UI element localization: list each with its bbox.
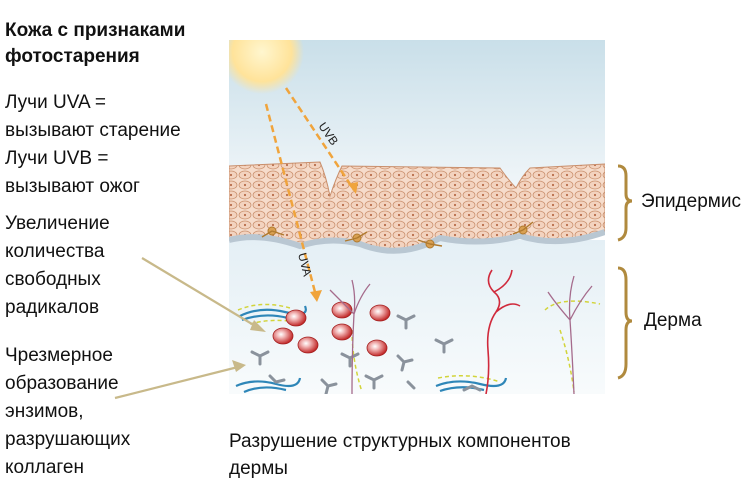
free-radicals [272, 301, 391, 357]
uvb-line-1: Лучи UVB = [5, 148, 109, 169]
radicals-line-3: свободных [5, 269, 101, 290]
melanocytes [261, 221, 534, 249]
enzymes-pointer [114, 364, 243, 400]
bottom-caption: Разрушение структурных компонентов дермы [229, 428, 571, 482]
uva-description: Лучи UVA = вызывают старение [5, 89, 181, 145]
epidermis-layer [229, 161, 605, 252]
uv-rays [264, 87, 356, 297]
uva-line-2: вызывают старение [5, 120, 181, 141]
uvb-ray [284, 87, 356, 191]
basal-membrane [229, 229, 605, 254]
enzymes-arrowhead [232, 360, 246, 372]
figure-title: Кожа с признаками фотостарения [5, 18, 185, 70]
uva-ray-left [264, 103, 318, 297]
collagen-fibers [235, 305, 508, 394]
uva-arrowhead [310, 290, 322, 302]
enzymes-line-4: разрушающих [5, 429, 131, 450]
caption-line-2: дермы [229, 458, 288, 479]
radicals-line-2: количества [5, 241, 105, 262]
radicals-line-4: радикалов [5, 297, 100, 318]
caption-line-1: Разрушение структурных компонентов [229, 431, 571, 452]
uvb-line-2: вызывают ожог [5, 176, 140, 197]
enzymes-line-2: образование [5, 373, 119, 394]
dermis-label: Дерма [644, 310, 702, 331]
sun-icon [229, 40, 304, 94]
enzymes-line-3: энзимов, [5, 401, 84, 422]
uvb-arrowhead [348, 182, 358, 194]
enzymes-label: Чрезмерное образование энзимов, разрушаю… [5, 342, 130, 482]
epidermis-bracket [617, 164, 633, 242]
epidermis-label: Эпидермис [641, 191, 741, 212]
blood-vessel [485, 269, 521, 394]
radicals-arrowhead [250, 320, 266, 332]
enzymes-line-1: Чрезмерное [5, 345, 113, 366]
radicals-line-1: Увеличение [5, 213, 110, 234]
nerve-ending [329, 275, 593, 394]
uva-ray-label: UVA [295, 251, 314, 277]
enzymes-line-5: коллаген [5, 457, 84, 478]
radicals-pointer [141, 257, 263, 331]
uvb-description: Лучи UVB = вызывают ожог [5, 145, 140, 201]
enzymes [250, 314, 482, 394]
dermis-bracket [617, 266, 633, 380]
uva-line-1: Лучи UVA = [5, 92, 106, 113]
free-radicals-label: Увеличение количества свободных радикало… [5, 210, 110, 322]
title-line-1: Кожа с признаками [5, 20, 186, 41]
pointer-lines [114, 257, 263, 400]
title-line-2: фотостарения [5, 46, 140, 67]
